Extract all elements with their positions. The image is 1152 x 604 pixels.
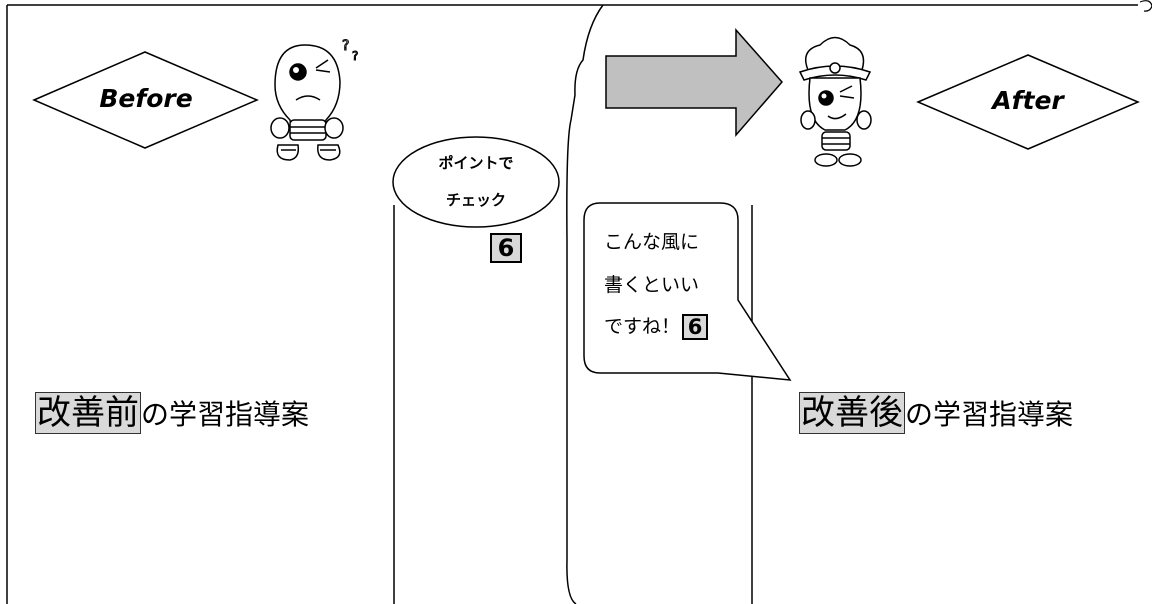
before-heading-highlight: 改善前 [35, 392, 141, 434]
speech-bubble [583, 202, 792, 381]
center-number-badge: 6 [490, 233, 522, 263]
bubble-line-1: こんな風に [604, 231, 700, 253]
svg-text:?: ? [352, 49, 358, 63]
before-diamond [32, 51, 259, 149]
oval-line-2: チェック [445, 191, 506, 209]
after-heading-highlight: 改善後 [799, 392, 905, 434]
point-check-oval [392, 136, 560, 228]
right-arrow [605, 28, 783, 138]
after-heading-rest: の学習指導案 [905, 398, 1074, 431]
after-label: After [992, 86, 1064, 116]
oval-line-1: ポイントで [438, 154, 514, 172]
before-heading: 改善前の学習指導案 [35, 385, 309, 434]
bubble-line-3: ですね！6 [604, 314, 709, 340]
after-heading: 改善後の学習指導案 [799, 385, 1073, 434]
bubble-line-2: 書くといい [604, 274, 700, 296]
before-label: Before [99, 84, 193, 114]
cowboy-bulb-character-icon [798, 36, 872, 167]
svg-text:?: ? [342, 38, 349, 54]
bubble-line-3-text: ですね！ [604, 315, 681, 338]
confused-bulb-character-icon: ? ? [270, 38, 359, 161]
center-bracket [566, 4, 604, 604]
after-diamond [916, 54, 1140, 150]
before-heading-rest: の学習指導案 [141, 398, 310, 431]
bubble-number-badge: 6 [682, 314, 709, 340]
